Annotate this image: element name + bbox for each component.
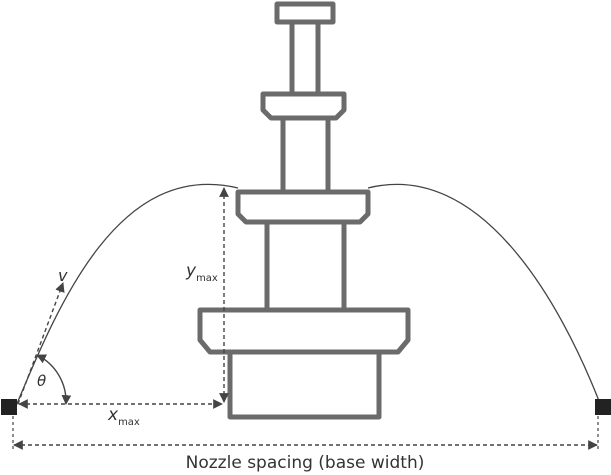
left-water-arc bbox=[15, 183, 239, 407]
base-width-label: Nozzle spacing (base width) bbox=[186, 453, 425, 473]
bottom-tier bbox=[197, 307, 411, 355]
right-water-arc bbox=[367, 183, 602, 407]
top-column bbox=[289, 19, 321, 97]
ymax-label: ymax bbox=[185, 261, 218, 284]
angle-label: θ bbox=[37, 372, 46, 390]
third-tier bbox=[235, 189, 371, 225]
velocity-arrow bbox=[17, 282, 65, 405]
fountain-structure bbox=[197, 1, 411, 420]
base-block bbox=[227, 349, 382, 420]
second-column bbox=[280, 115, 331, 195]
left-nozzle bbox=[1, 399, 17, 415]
angle-arc bbox=[36, 354, 72, 405]
right-nozzle bbox=[595, 399, 611, 415]
second-tier bbox=[260, 91, 347, 121]
top-cap bbox=[274, 1, 336, 25]
third-column bbox=[264, 219, 347, 313]
xmax-label: xmax bbox=[107, 405, 140, 428]
velocity-label: v bbox=[58, 266, 68, 285]
